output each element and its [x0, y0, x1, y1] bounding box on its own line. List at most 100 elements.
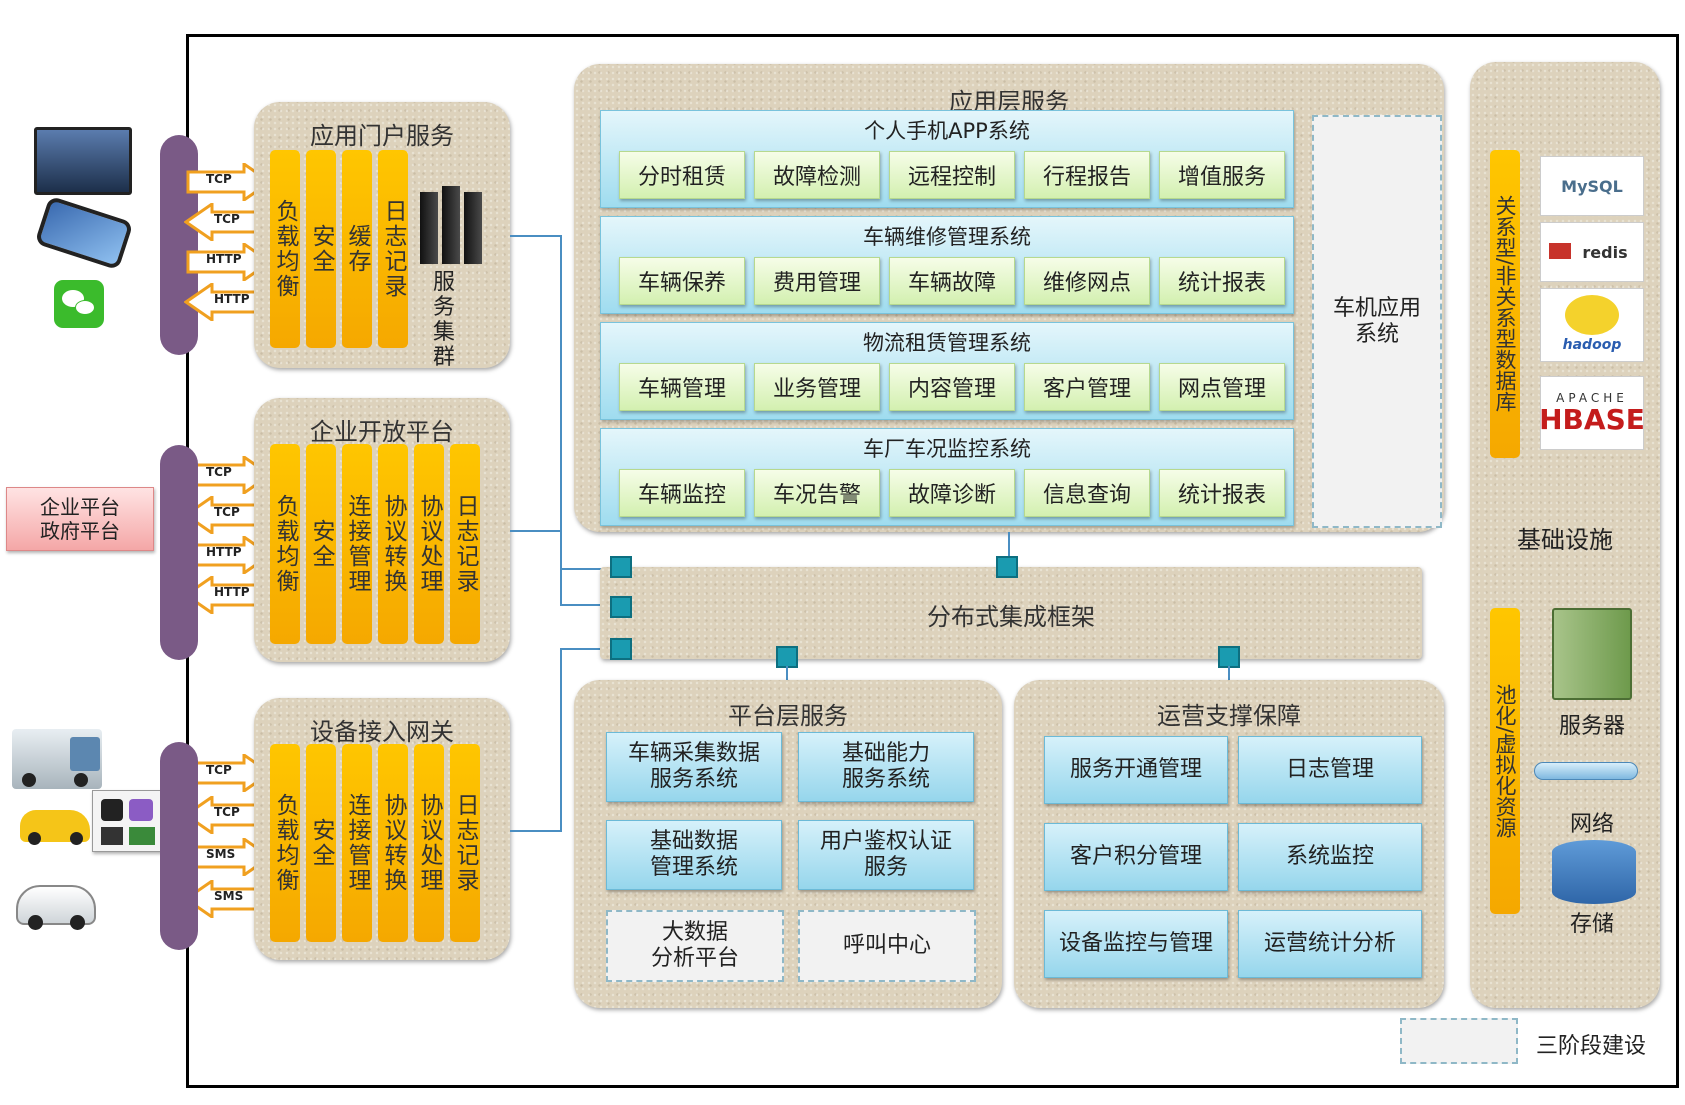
open-col: 日志记录 — [450, 444, 480, 644]
platform-service-box: 基础能力 服务系统 — [798, 732, 974, 802]
protocol-label: TCP — [214, 505, 240, 519]
network-icon — [1534, 762, 1638, 780]
mysql-logo-icon: MySQL — [1540, 156, 1644, 216]
legend-swatch — [1400, 1018, 1518, 1064]
connector-line — [560, 235, 562, 570]
server-icon — [1552, 608, 1632, 700]
function-chip: 分时租赁 — [619, 151, 745, 199]
protocol-label: HTTP — [214, 585, 250, 599]
open-col: 协议处理 — [414, 444, 444, 644]
framework-label: 分布式集成框架 — [927, 603, 1095, 631]
gateway-col: 日志记录 — [450, 744, 480, 942]
panel-title: 应用门户服务 — [310, 122, 454, 150]
network-cloud — [160, 742, 198, 950]
function-chip: 维修网点 — [1024, 257, 1150, 305]
network-label: 网络 — [1569, 812, 1614, 837]
external-platform-box: 企业平台 政府平台 — [6, 487, 154, 551]
connector-node — [610, 556, 632, 578]
protocol-arrow-left: SMS — [184, 880, 272, 918]
system-title: 物流租赁管理系统 — [863, 331, 1031, 355]
taxi-icon — [20, 810, 90, 845]
function-chip: 远程控制 — [889, 151, 1015, 199]
platform-service-box: 用户鉴权认证 服务 — [798, 820, 974, 890]
function-chip: 故障诊断 — [889, 469, 1015, 517]
server-cluster-icon — [420, 186, 486, 266]
redis-logo-icon: redis — [1540, 222, 1644, 282]
ops-service-box: 运营统计分析 — [1238, 910, 1422, 978]
connector-line — [1228, 666, 1230, 682]
platform-service-box: 车辆采集数据 服务系统 — [606, 732, 782, 802]
ops-service-box: 系统监控 — [1238, 823, 1422, 891]
app-system-box: 个人手机APP系统分时租赁故障检测远程控制行程报告增值服务 — [600, 110, 1294, 208]
wechat-icon — [54, 280, 104, 328]
connector-line — [560, 604, 620, 606]
panel-title: 设备接入网关 — [310, 718, 454, 746]
open-col: 协议转换 — [378, 444, 408, 644]
pool-resource-label: 池化/虚拟化资源 — [1490, 608, 1520, 914]
protocol-label: TCP — [214, 212, 240, 226]
panel-title: 平台层服务 — [728, 702, 848, 730]
hadoop-logo-icon: hadoop — [1540, 288, 1644, 362]
function-chip: 车辆监控 — [619, 469, 745, 517]
connector-line — [510, 530, 562, 532]
protocol-label: HTTP — [206, 545, 242, 559]
truck-icon — [12, 729, 102, 789]
function-chip: 故障检测 — [754, 151, 880, 199]
ops-service-box: 设备监控与管理 — [1044, 910, 1228, 978]
network-cloud — [160, 445, 198, 660]
protocol-label: HTTP — [206, 252, 242, 266]
panel-title: 企业开放平台 — [310, 418, 454, 446]
function-chip: 车辆故障 — [889, 257, 1015, 305]
storage-icon — [1552, 840, 1636, 904]
gateway-col: 安全 — [306, 744, 336, 942]
portal-col: 日志记录 — [378, 150, 408, 348]
database-label: 关系型/非关系型数据库 — [1490, 150, 1520, 458]
connector-node — [610, 638, 632, 660]
connector-node — [776, 646, 798, 668]
obd-device-icon — [92, 790, 162, 852]
connector-node — [610, 596, 632, 618]
connector-line — [560, 648, 562, 832]
function-chip: 行程报告 — [1024, 151, 1150, 199]
app-system-box: 车厂车况监控系统车辆监控车况告警故障诊断信息查询统计报表 — [600, 428, 1294, 526]
ops-service-box: 客户积分管理 — [1044, 823, 1228, 891]
protocol-label: TCP — [206, 763, 232, 777]
connector-line — [510, 830, 562, 832]
system-title: 车厂车况监控系统 — [863, 437, 1031, 461]
platform-service-box-phase3: 呼叫中心 — [798, 910, 976, 982]
protocol-label: TCP — [214, 805, 240, 819]
gateway-col: 连接管理 — [342, 744, 372, 942]
function-chip: 车况告警 — [754, 469, 880, 517]
function-chip: 车辆保养 — [619, 257, 745, 305]
connector-line — [1008, 532, 1010, 568]
storage-label: 存储 — [1569, 912, 1614, 937]
platform-service-box-phase3: 大数据 分析平台 — [606, 910, 784, 982]
function-chip: 信息查询 — [1024, 469, 1150, 517]
portal-col: 缓存 — [342, 150, 372, 348]
gateway-col: 负载均衡 — [270, 744, 300, 942]
desktop-computer-icon — [34, 127, 132, 195]
protocol-label: TCP — [206, 172, 232, 186]
function-chip: 统计报表 — [1159, 469, 1285, 517]
portal-col: 负载均衡 — [270, 150, 300, 348]
hbase-logo-icon: APACHE HBASE — [1539, 376, 1645, 450]
gateway-col: 协议处理 — [414, 744, 444, 942]
integration-framework-bar: 分布式集成框架 — [600, 567, 1422, 659]
open-col: 安全 — [306, 444, 336, 644]
connector-node — [1218, 646, 1240, 668]
open-col: 负载均衡 — [270, 444, 300, 644]
panel-title: 运营支撑保障 — [1157, 702, 1301, 730]
function-chip: 费用管理 — [754, 257, 880, 305]
function-chip: 网点管理 — [1159, 363, 1285, 411]
protocol-label: SMS — [206, 847, 236, 861]
protocol-arrow-right: HTTP — [184, 243, 272, 281]
vehicle-app-label: 车机应用 系统 — [1332, 295, 1421, 347]
vehicle-app-system-box: 车机应用 系统 — [1312, 115, 1442, 528]
connector-line — [510, 235, 562, 237]
ops-service-box: 日志管理 — [1238, 736, 1422, 804]
mobile-phone-icon — [34, 195, 134, 271]
connector-line — [560, 568, 620, 570]
connector-line — [560, 648, 620, 650]
protocol-label: HTTP — [214, 292, 250, 306]
app-system-box: 车辆维修管理系统车辆保养费用管理车辆故障维修网点统计报表 — [600, 216, 1294, 314]
